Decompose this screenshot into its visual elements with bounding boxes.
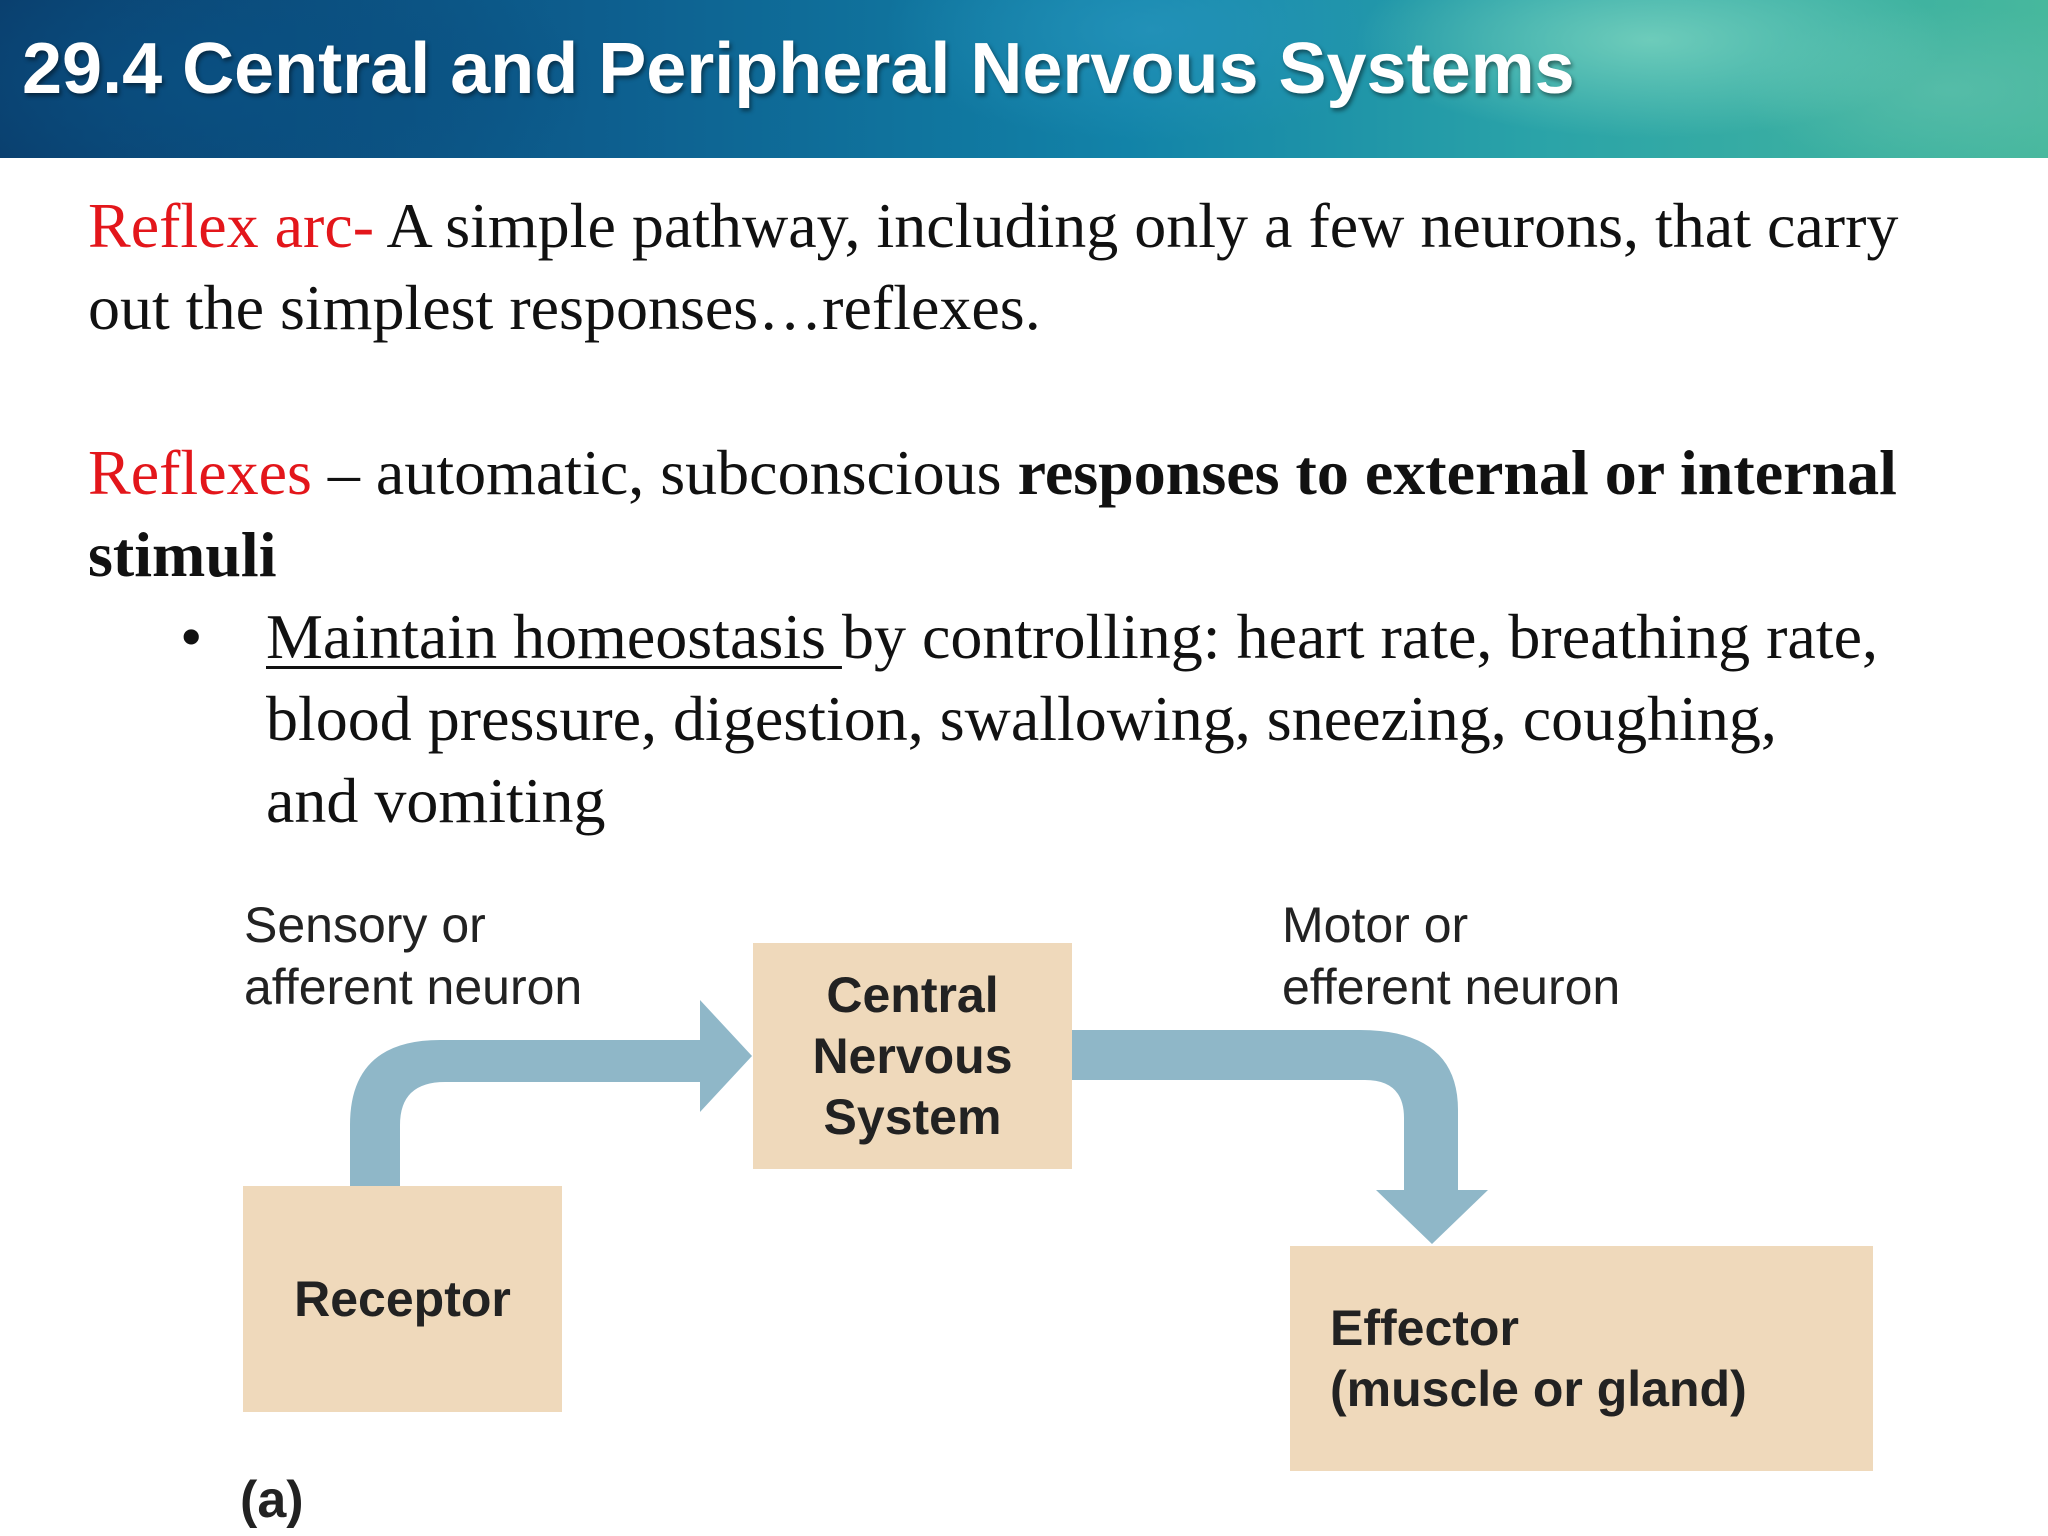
effector-box: Effector (muscle or gland) bbox=[1290, 1246, 1873, 1471]
cns-line2: Nervous bbox=[812, 1027, 1013, 1084]
bullet-marker: • bbox=[180, 601, 203, 672]
bullet-item: • Maintain homeostasis by controlling: h… bbox=[180, 596, 1880, 842]
panel-label: (a) bbox=[240, 1471, 304, 1529]
effector-line1: Effector bbox=[1330, 1299, 1519, 1356]
header-banner: 29.4 Central and Peripheral Nervous Syst… bbox=[0, 0, 2048, 158]
reflex-arc-definition: Reflex arc- A simple pathway, including … bbox=[88, 185, 1988, 349]
receptor-box: Receptor bbox=[243, 1186, 562, 1412]
cns-box: Central Nervous System bbox=[753, 943, 1072, 1169]
homeostasis-underlined: Maintain homeostasis bbox=[266, 601, 842, 672]
sensory-label-line2: afferent neuron bbox=[244, 959, 583, 1015]
sensory-arrow-body bbox=[350, 1000, 752, 1186]
cns-line3: System bbox=[823, 1088, 1002, 1145]
cns-line1: Central bbox=[826, 966, 999, 1023]
bullet-text: Maintain homeostasis by controlling: hea… bbox=[266, 596, 1880, 842]
slide-title: 29.4 Central and Peripheral Nervous Syst… bbox=[22, 29, 1575, 109]
motor-arrow-body bbox=[1072, 1030, 1488, 1244]
sensory-label-line1: Sensory or bbox=[244, 897, 486, 953]
receptor-label: Receptor bbox=[294, 1270, 511, 1327]
bullet-body: by controlling: heart rate, breathing ra… bbox=[266, 601, 1878, 836]
sensory-neuron-label: Sensory or afferent neuron bbox=[244, 894, 582, 1018]
motor-label-line1: Motor or bbox=[1282, 897, 1469, 953]
reflexes-text: – automatic, subconscious bbox=[311, 437, 1018, 508]
reflex-arc-term: Reflex arc- bbox=[88, 190, 375, 261]
reflexes-term: Reflexes bbox=[88, 437, 312, 508]
reflex-arc-text: A simple pathway, including only a few n… bbox=[88, 190, 1899, 343]
reflexes-definition: Reflexes – automatic, subconscious respo… bbox=[88, 432, 1988, 596]
effector-line2: (muscle or gland) bbox=[1330, 1360, 1747, 1417]
motor-label-line2: efferent neuron bbox=[1282, 959, 1621, 1015]
motor-neuron-label: Motor or efferent neuron bbox=[1282, 894, 1620, 1018]
reflexes-bold-text: responses to external or internal stimul… bbox=[88, 437, 1897, 590]
